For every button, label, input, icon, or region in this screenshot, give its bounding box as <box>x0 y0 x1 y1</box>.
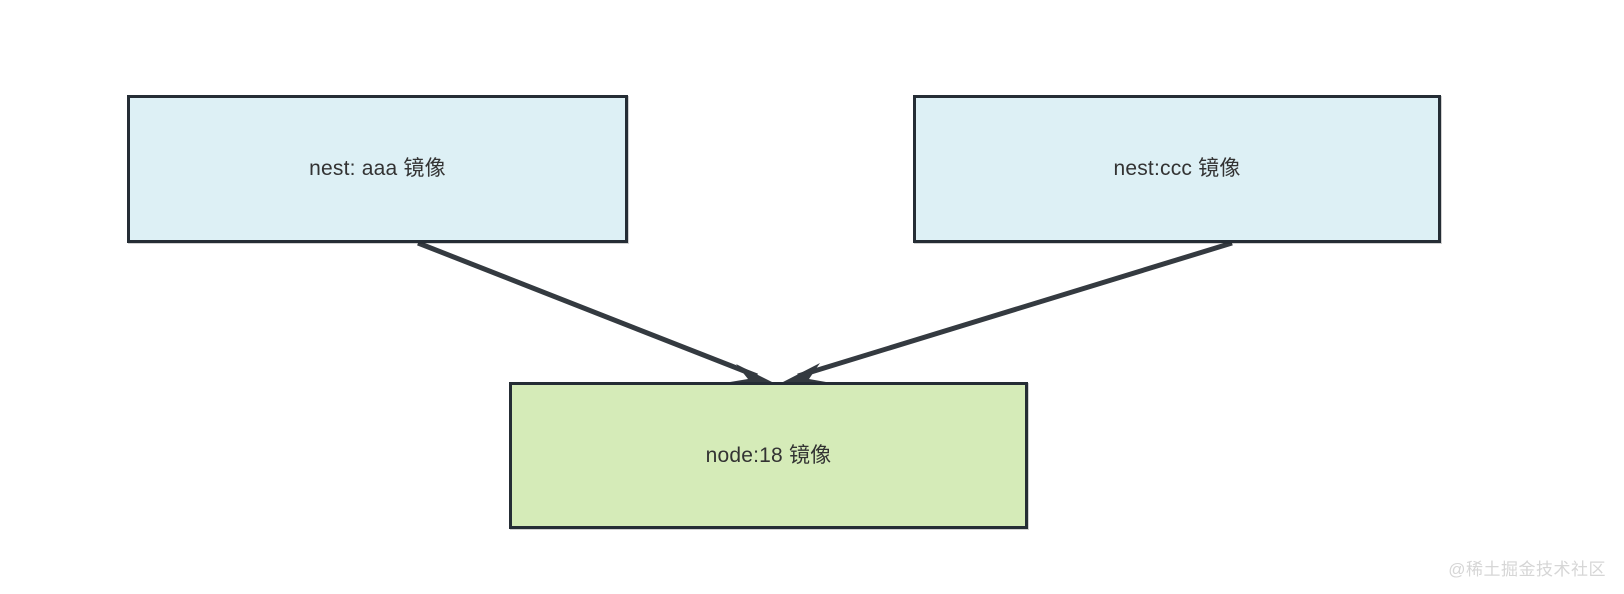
arrowhead-icon <box>730 364 772 382</box>
node-label: node:18 镜像 <box>705 443 832 467</box>
edge-line <box>417 240 758 379</box>
edge-ccc-to-node18 <box>783 240 1233 382</box>
watermark-text: @稀土掘金技术社区 <box>1448 560 1606 579</box>
edge-line <box>797 240 1233 379</box>
edge-aaa-to-node18 <box>417 240 772 382</box>
node-nest-aaa[interactable]: nest: aaa 镜像 <box>127 95 628 243</box>
node-label: nest:ccc 镜像 <box>1113 157 1241 181</box>
arrowhead-icon <box>783 363 826 382</box>
node-node18[interactable]: node:18 镜像 <box>509 382 1028 529</box>
node-nest-ccc[interactable]: nest:ccc 镜像 <box>913 95 1441 243</box>
node-label: nest: aaa 镜像 <box>309 157 446 181</box>
